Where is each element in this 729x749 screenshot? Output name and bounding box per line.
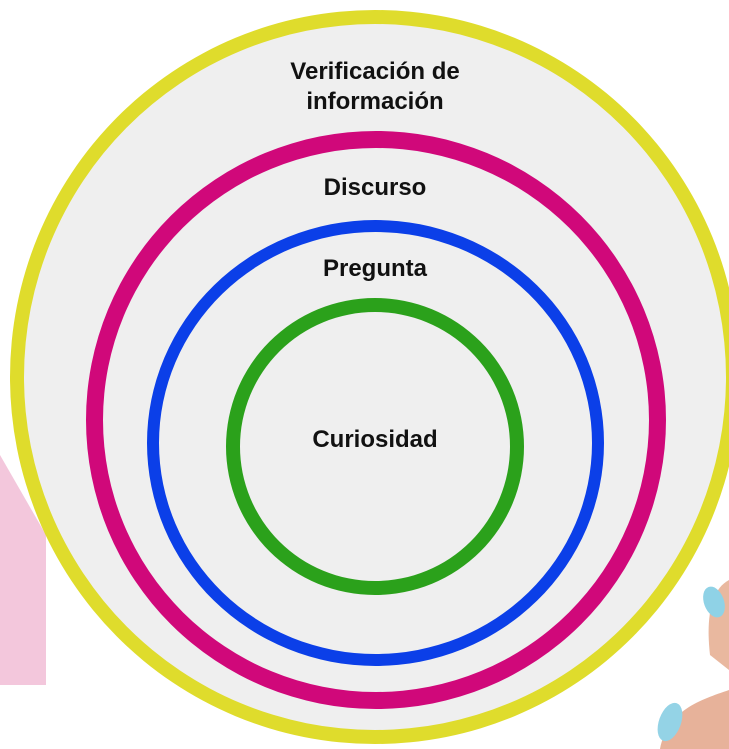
label-discurso: Discurso	[323, 174, 427, 201]
label-verificacion-line1: Verificación de	[290, 58, 460, 85]
hand-photo-fragment	[657, 580, 729, 749]
label-verificacion-line2: información	[306, 88, 444, 115]
label-verificacion-de-informacion: Verificación de información	[0, 57, 729, 117]
label-curiosidad: Curiosidad	[312, 426, 438, 453]
pink-background-shape	[0, 455, 46, 685]
label-pregunta: Pregunta	[322, 255, 427, 282]
